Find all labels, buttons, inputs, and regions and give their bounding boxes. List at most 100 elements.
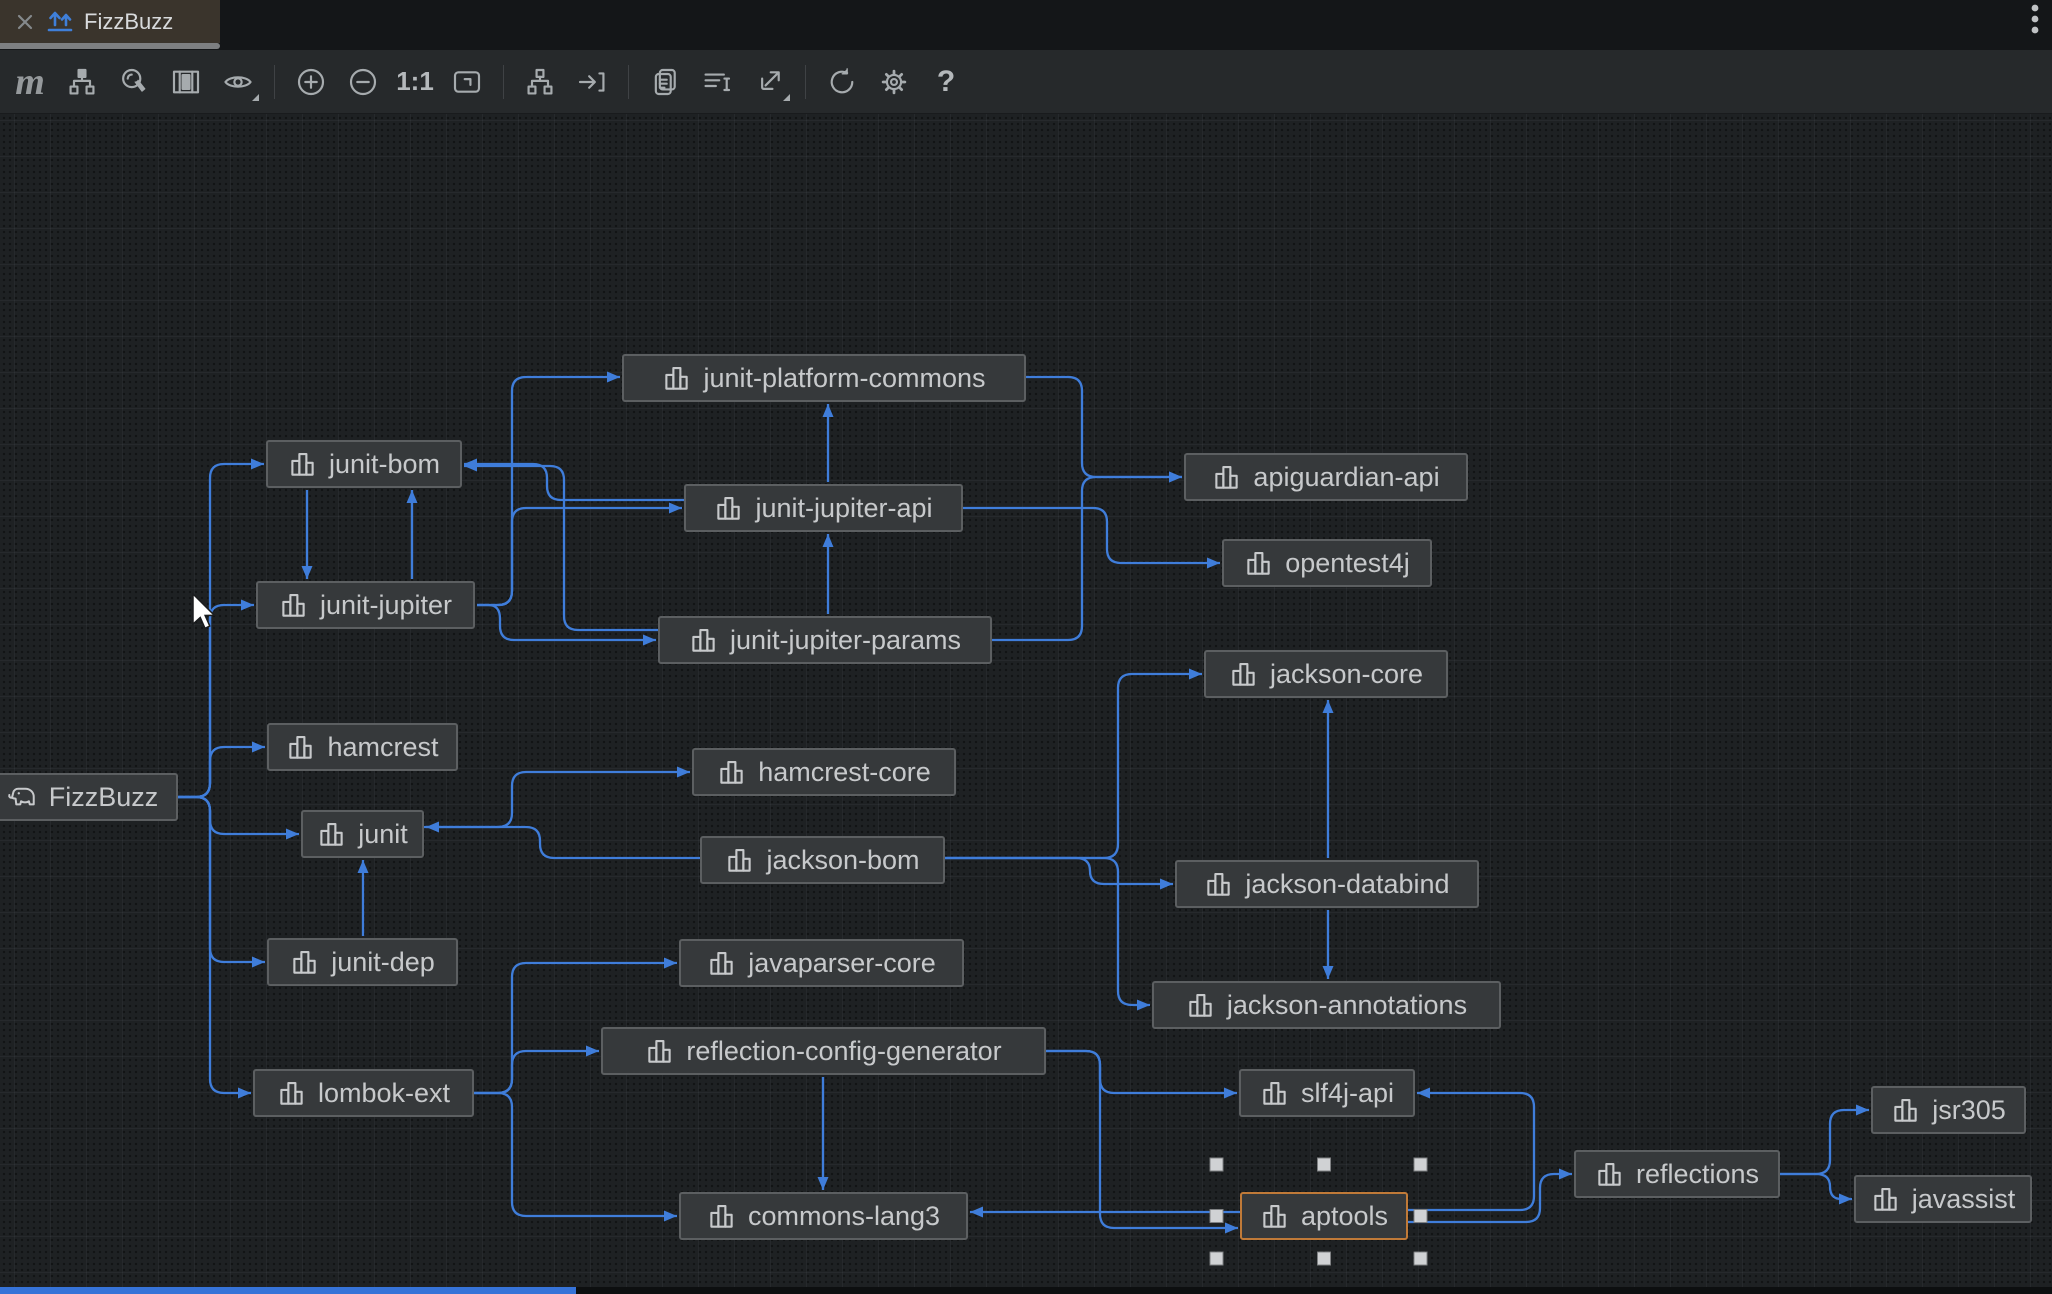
toolbar-fit-content-button[interactable]	[444, 59, 490, 105]
dropdown-caret-icon	[252, 93, 259, 101]
graph-node-FizzBuzz[interactable]: FizzBuzz	[0, 773, 178, 821]
tab-title: FizzBuzz	[84, 8, 174, 34]
library-icon	[1595, 1159, 1625, 1189]
graph-node-jackson-core[interactable]: jackson-core	[1204, 650, 1448, 698]
toolbar-copy-button[interactable]	[642, 59, 688, 105]
maven-logo[interactable]: m	[7, 59, 53, 105]
dropdown-caret-icon	[783, 93, 790, 101]
library-icon	[707, 948, 737, 978]
selection-handle[interactable]	[1317, 1251, 1331, 1266]
tab-active-indicator	[0, 43, 220, 49]
toolbar-export-button[interactable]	[746, 59, 792, 105]
library-icon	[1204, 869, 1234, 899]
library-icon	[717, 757, 747, 787]
close-icon[interactable]	[14, 11, 36, 33]
graph-toolbar: m 1:1?	[0, 50, 2052, 114]
graph-node-junit-jupiter[interactable]: junit-jupiter	[256, 581, 475, 629]
toolbar-collapse-button[interactable]	[569, 59, 615, 105]
toolbar-find-button[interactable]	[111, 59, 157, 105]
toolbar-refresh-button[interactable]	[819, 59, 865, 105]
node-label: jackson-annotations	[1226, 989, 1468, 1020]
toolbar-separator	[274, 64, 275, 99]
graph-node-reflections[interactable]: reflections	[1574, 1150, 1780, 1198]
library-icon	[725, 845, 755, 875]
graph-node-hamcrest[interactable]: hamcrest	[267, 723, 458, 771]
toolbar-visibility-button[interactable]	[215, 59, 261, 105]
node-label: jackson-bom	[766, 844, 920, 875]
graph-node-jackson-annotations[interactable]: jackson-annotations	[1152, 981, 1501, 1029]
node-label: junit-bom	[328, 448, 441, 479]
toolbar-separator	[503, 64, 504, 99]
selection-handle[interactable]	[1413, 1157, 1428, 1172]
graph-node-junit-platform-commons[interactable]: junit-platform-commons	[622, 354, 1026, 402]
graph-canvas[interactable]	[0, 114, 2052, 1294]
toolbar-actual-size-button[interactable]: 1:1	[392, 59, 438, 105]
graph-node-lombok-ext[interactable]: lombok-ext	[253, 1069, 474, 1117]
graph-node-javassist[interactable]: javassist	[1854, 1175, 2032, 1223]
bottom-scroll-indicator[interactable]	[0, 1287, 576, 1294]
node-label: reflection-config-generator	[686, 1035, 1002, 1066]
node-label: junit	[358, 818, 408, 849]
node-label: jsr305	[1932, 1094, 2006, 1125]
actual-size-icon: 1:1	[396, 66, 434, 96]
node-label: javassist	[1911, 1183, 2016, 1214]
graph-node-javaparser-core[interactable]: javaparser-core	[679, 939, 964, 987]
node-label: hamcrest	[327, 731, 439, 762]
node-label: junit-platform-commons	[703, 362, 986, 393]
selection-handle[interactable]	[1413, 1251, 1428, 1266]
node-label: reflections	[1635, 1158, 1760, 1189]
maven-logo: m	[15, 60, 45, 103]
toolbar-zoom-out-button[interactable]	[340, 59, 386, 105]
graph-node-slf4j-api[interactable]: slf4j-api	[1239, 1069, 1415, 1117]
graph-node-junit-jupiter-params[interactable]: junit-jupiter-params	[658, 616, 992, 664]
selection-handle[interactable]	[1209, 1157, 1224, 1172]
selection-handle[interactable]	[1413, 1209, 1428, 1223]
node-label: jackson-databind	[1245, 868, 1450, 899]
graph-node-junit[interactable]: junit	[301, 810, 424, 858]
graph-node-apiguardian-api[interactable]: apiguardian-api	[1184, 453, 1468, 501]
graph-node-junit-dep[interactable]: junit-dep	[267, 938, 458, 986]
library-icon	[662, 363, 692, 393]
node-label: javaparser-core	[748, 947, 936, 978]
graph-node-opentest4j[interactable]: opentest4j	[1222, 539, 1432, 587]
selection-handle[interactable]	[1209, 1251, 1224, 1266]
library-icon	[1260, 1201, 1290, 1231]
library-icon	[689, 625, 719, 655]
graph-node-jsr305[interactable]: jsr305	[1871, 1086, 2026, 1134]
library-icon	[317, 819, 347, 849]
selection-handle[interactable]	[1209, 1209, 1224, 1223]
graph-node-jackson-bom[interactable]: jackson-bom	[700, 836, 945, 884]
graph-node-junit-bom[interactable]: junit-bom	[266, 440, 462, 488]
toolbar-settings-button[interactable]	[871, 59, 917, 105]
toolbar-zoom-in-button[interactable]	[288, 59, 334, 105]
node-label: lombok-ext	[317, 1077, 451, 1108]
node-label: commons-lang3	[747, 1200, 941, 1231]
toolbar-text-list-button[interactable]	[694, 59, 740, 105]
toolbar-help-button[interactable]: ?	[923, 59, 969, 105]
node-label: jackson-core	[1269, 658, 1424, 689]
node-label: apiguardian-api	[1253, 461, 1440, 492]
toolbar-show-dependencies-button[interactable]	[59, 59, 105, 105]
tab-bar: FizzBuzz	[0, 0, 2052, 50]
node-label: aptools	[1300, 1200, 1389, 1231]
toolbar-filmstrip-button[interactable]	[163, 59, 209, 105]
library-icon	[279, 590, 309, 620]
graph-node-hamcrest-core[interactable]: hamcrest-core	[692, 748, 956, 796]
graph-node-commons-lang3[interactable]: commons-lang3	[679, 1192, 968, 1240]
graph-node-reflection-config-generator[interactable]: reflection-config-generator	[601, 1027, 1046, 1075]
graph-node-junit-jupiter-api[interactable]: junit-jupiter-api	[684, 484, 963, 532]
selection-handle[interactable]	[1317, 1157, 1331, 1172]
toolbar-layout-button[interactable]	[517, 59, 563, 105]
tab-fizzbuzz[interactable]: FizzBuzz	[0, 0, 220, 43]
kebab-menu-icon[interactable]	[2024, 2, 2046, 42]
library-icon	[1891, 1095, 1921, 1125]
library-icon	[1244, 548, 1274, 578]
graph-node-jackson-databind[interactable]: jackson-databind	[1175, 860, 1479, 908]
node-label: FizzBuzz	[48, 781, 159, 812]
gradle-elephant-icon	[6, 781, 38, 813]
graph-node-aptools[interactable]: aptools	[1240, 1192, 1408, 1240]
library-icon	[1212, 462, 1242, 492]
help-glyph: ?	[936, 64, 956, 98]
node-label: hamcrest-core	[758, 756, 931, 787]
library-icon	[714, 493, 744, 523]
